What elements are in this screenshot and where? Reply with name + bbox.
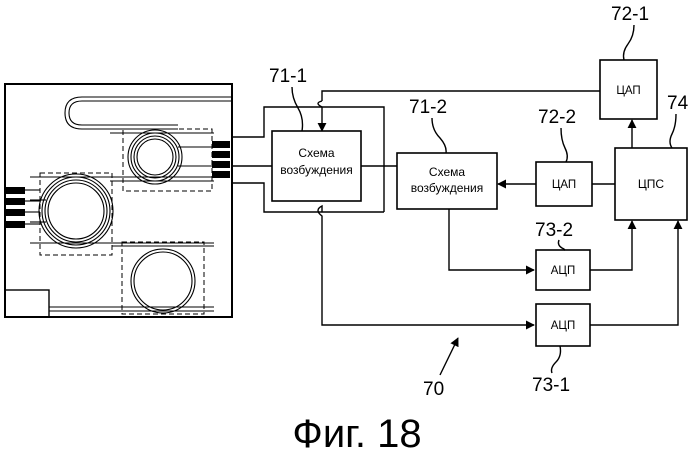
dac-72-1: ЦАП: [600, 60, 657, 119]
ref-70: 70: [423, 379, 444, 400]
ref-71-2: 71-2: [409, 97, 447, 118]
ref-73-1: 73-1: [532, 375, 570, 396]
dac-72-2-label: ЦАП: [552, 179, 576, 191]
leader-73-2: [558, 240, 564, 250]
dsp-74: ЦПС: [615, 148, 687, 220]
dsp-74-label: ЦПС: [638, 177, 665, 191]
dac-72-1-label: ЦАП: [616, 85, 640, 97]
driver-1-line1: Схема: [298, 146, 334, 160]
driver-circuit-2: Схема возбуждения: [397, 153, 497, 209]
ref-72-2: 72-2: [538, 107, 576, 128]
leader-74: [670, 114, 676, 148]
ref-72-1: 72-1: [611, 4, 649, 25]
driver-circuit-1: Схема возбуждения: [272, 131, 361, 201]
leader-71-2: [432, 118, 446, 153]
optical-chip: [5, 84, 232, 317]
adc-73-1-label: АЦП: [551, 320, 575, 332]
driver-2-line2: возбуждения: [411, 181, 483, 195]
leader-70: [440, 338, 458, 375]
ref-71-1: 71-1: [269, 66, 307, 87]
figure-caption: Фиг. 18: [292, 412, 421, 452]
driver-1-line2: возбуждения: [280, 163, 352, 177]
driver-2-line1: Схема: [429, 165, 465, 179]
adc-73-2: АЦП: [536, 250, 590, 290]
dac-72-2: ЦАП: [536, 162, 592, 206]
adc-73-1: АЦП: [536, 304, 590, 346]
adc-73-2-label: АЦП: [551, 265, 575, 277]
ref-74: 74: [667, 93, 689, 114]
leader-73-1: [552, 346, 561, 373]
leader-72-2: [561, 128, 567, 162]
leader-71-1: [292, 87, 303, 131]
ref-73-2: 73-2: [535, 220, 573, 241]
leader-72-1: [624, 25, 635, 60]
